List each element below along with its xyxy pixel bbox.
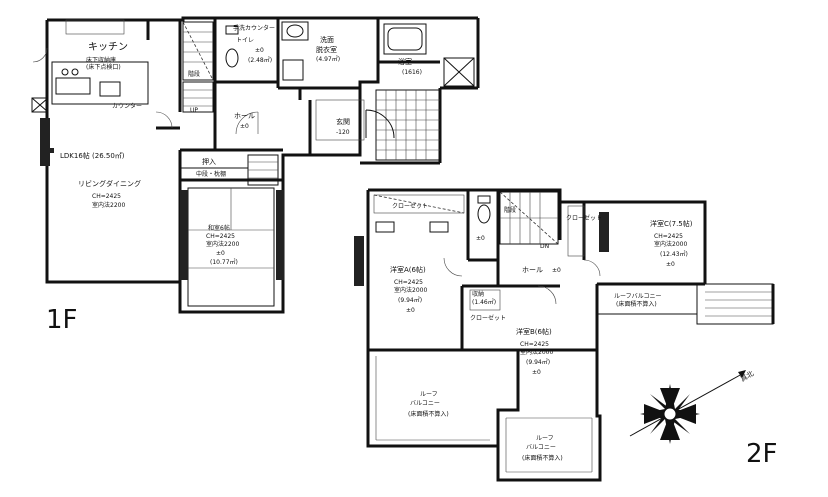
western-c-level-label: ±0 [666, 261, 675, 268]
underfloor-label: 床下収納庫 [86, 56, 116, 64]
western-a-area-label: (9.94㎡) [398, 296, 422, 304]
western-a-inner-label: 室内法2000 [394, 286, 427, 294]
first-floor-stairs [182, 21, 214, 113]
closet-b-area [469, 289, 501, 311]
western-b-inner-label: 室内法2000 [520, 348, 553, 356]
storage-sub-label: (1.46㎡) [472, 298, 496, 306]
entrance-area [315, 99, 365, 141]
toilet-level-label: ±0 [255, 47, 264, 54]
roof-balcony-left [366, 350, 520, 448]
entrance-tiles [365, 89, 441, 161]
closet-sub-label: 中段・枕棚 [196, 170, 226, 178]
entrance-level-label: -120 [336, 129, 350, 136]
living-ch-label: CH=2425 [92, 193, 121, 200]
bathtub [383, 23, 427, 55]
second-floor-window-left [354, 236, 364, 286]
washroom-area-label: (4.97㎡) [316, 55, 340, 63]
stair-dn-label: DN [540, 243, 549, 250]
second-toilet-level-label: ±0 [476, 235, 485, 242]
bath-label: 浴室 [398, 57, 412, 66]
second-stairs-label: 階段 [504, 206, 516, 214]
western-c-ch-label: CH=2425 [654, 233, 683, 240]
washroom2-label: 脱衣室 [316, 45, 337, 54]
second-floor-stairs [499, 191, 559, 245]
bath-unit-box [443, 57, 475, 87]
western-c-inner-label: 室内法2000 [654, 240, 687, 248]
toilet-label: トイレ [236, 37, 254, 44]
western-b-level-label: ±0 [532, 369, 541, 376]
hall-level-label: ±0 [240, 123, 249, 130]
roof-balcony-right-label: ルーフバルコニー [614, 293, 662, 300]
closet-b-label: クローゼット [470, 314, 506, 322]
counter-label: カウンター [112, 102, 142, 110]
closet-a-area [373, 194, 465, 214]
bath-size-label: (1616) [402, 69, 422, 76]
western-c-area-label: (12.43㎡) [660, 250, 688, 258]
western-c-label: 洋室C(7.5帖) [650, 219, 693, 228]
hall-storage-label: 階段 [188, 70, 200, 78]
hall-label: ホール [234, 112, 255, 120]
closet-label: 押入 [202, 157, 216, 166]
living-dining-label: リビングダイニング [78, 179, 141, 188]
toilet-wash-label: 手洗カウンター [233, 24, 275, 32]
western-b-label: 洋室B(6帖) [516, 327, 552, 336]
japanese-level-label: ±0 [216, 250, 225, 257]
stair-up-label: UP [190, 107, 198, 114]
second-hall-label: ホール [522, 266, 543, 274]
western-a-ch-label: CH=2425 [394, 279, 423, 286]
floor-label-2f: 2F [746, 439, 778, 469]
western-b-area-label: (9.94㎡) [526, 358, 550, 366]
outdoor-unit [31, 97, 49, 113]
japanese-inner-label: 室内法2200 [206, 240, 239, 248]
toilet-area-label: (2.48㎡) [248, 56, 272, 64]
second-floor-plan [354, 188, 775, 482]
roof-balcony-bottom [496, 350, 602, 482]
second-floor-toilet [477, 204, 491, 224]
western-a-label: 洋室A(6帖) [390, 265, 426, 274]
kitchen-counter [51, 61, 149, 105]
roof-balcony-bottom-sub: (床面積不算入) [522, 454, 563, 462]
entrance-label: 玄関 [336, 117, 350, 126]
closet-c-area [567, 205, 585, 257]
first-floor-toilet [225, 48, 239, 68]
washroom-label: 洗面 [320, 35, 334, 44]
roof-balcony-right [596, 283, 775, 325]
western-a-level-label: ±0 [406, 307, 415, 314]
kitchen-label: キッチン [88, 41, 128, 53]
closet-a-label: クローゼット [392, 202, 428, 210]
second-hall-level-label: ±0 [552, 267, 561, 274]
first-floor-window-left [40, 118, 50, 166]
roof-balcony-left-l2: バルコニー [410, 400, 440, 407]
living-inner-label: 室内法2200 [92, 201, 125, 209]
japanese-ch-label: CH=2425 [206, 233, 235, 240]
first-floor-plan [31, 16, 480, 314]
compass-rose-icon [629, 370, 746, 444]
floor-label-1f: 1F [46, 305, 78, 335]
roof-balcony-right-sub-label: (床面積不算入) [616, 300, 657, 308]
roof-balcony-bottom-l1: ルーフ [536, 435, 554, 442]
storage-label: 収納 [472, 290, 484, 298]
ldk-label: LDK16帖 (26.50㎡) [60, 151, 125, 160]
compass-label: 真北 [739, 369, 756, 384]
underfloor-sub-label: (床下点検口) [86, 63, 121, 71]
japanese-area-label: (10.77㎡) [210, 258, 238, 266]
roof-balcony-bottom-l2: バルコニー [526, 444, 556, 451]
closet-c-label: クローゼット [566, 214, 602, 222]
western-b-ch-label: CH=2425 [520, 341, 549, 348]
wash-basin [281, 21, 309, 41]
washing-machine [282, 59, 304, 81]
japanese-room-label: 和室6帖 [208, 224, 230, 232]
roof-balcony-left-l1: ルーフ [420, 391, 438, 398]
roof-balcony-left-sub: (床面積不算入) [408, 410, 449, 418]
